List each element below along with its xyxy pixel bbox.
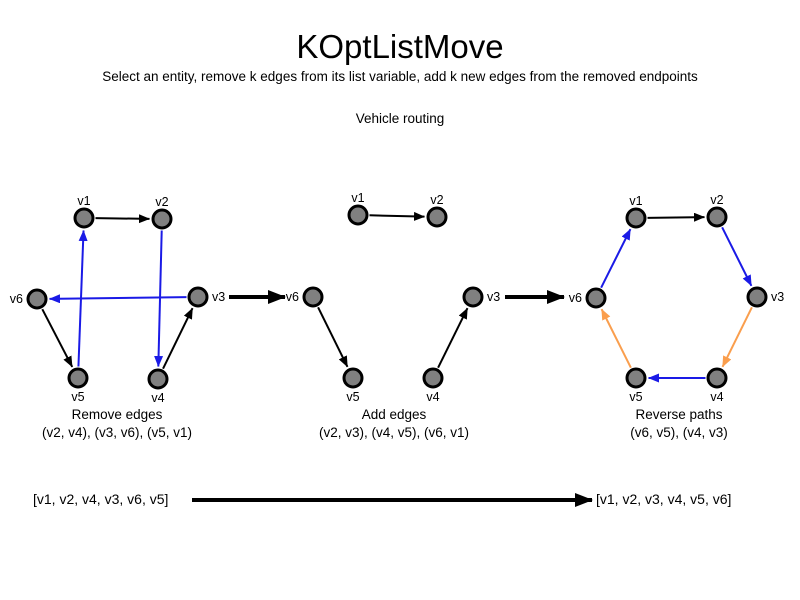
node-label-v1: v1: [77, 194, 90, 208]
edge-v2-v4: [154, 230, 164, 368]
edge-v1-v2: [369, 211, 426, 221]
node-v3: [462, 286, 484, 308]
node-label-v4: v4: [710, 390, 723, 404]
list-after: [v1, v2, v3, v4, v5, v6]: [596, 491, 732, 507]
node-label-v1: v1: [629, 194, 642, 208]
node-v5: [342, 367, 364, 389]
node-v2: [426, 206, 448, 228]
node-label-v4: v4: [426, 390, 439, 404]
edge-v2-v3: [721, 226, 753, 287]
edge-v1-v2: [95, 214, 151, 224]
middle-graph: v1 v2 v6 v3 v5 v4: [286, 191, 500, 404]
node-label-v3: v3: [487, 290, 500, 304]
node-v6: [26, 288, 48, 310]
node-v2: [706, 206, 728, 228]
node-v1: [347, 204, 369, 226]
edge-v3-v4: [721, 306, 753, 368]
node-label-v5: v5: [71, 390, 84, 404]
caption-action: Add edges: [361, 407, 427, 422]
node-label-v6: v6: [286, 290, 299, 304]
middle-graph-caption: Add edges (v2, v3), (v4, v5), (v6, v1): [319, 406, 469, 442]
edge-v5-v1: [77, 229, 88, 367]
node-v5: [67, 367, 89, 389]
caption-action: Reverse paths: [635, 407, 723, 422]
node-label-v3: v3: [212, 290, 225, 304]
caption-edge-list: (v2, v3), (v4, v5), (v6, v1): [318, 425, 470, 440]
node-v1: [73, 207, 95, 229]
node-label-v6: v6: [10, 292, 23, 306]
edge-v6-v5: [41, 308, 74, 368]
node-v6: [302, 286, 324, 308]
node-label-v5: v5: [629, 390, 642, 404]
node-v4: [706, 367, 728, 389]
context-label: Vehicle routing: [355, 111, 445, 126]
edge-v4-v3: [162, 307, 194, 370]
after-graph-caption: Reverse paths (v6, v5), (v4, v3): [630, 406, 728, 442]
node-label-v4: v4: [151, 391, 164, 405]
node-label-v5: v5: [346, 390, 359, 404]
node-v1: [625, 207, 647, 229]
after-graph: v1 v2 v6 v3 v5 v4: [569, 193, 784, 404]
node-label-v2: v2: [710, 193, 723, 207]
node-v5: [625, 367, 647, 389]
before-graph-caption: Remove edges (v2, v4), (v3, v6), (v5, v1…: [42, 406, 192, 442]
node-label-v2: v2: [155, 195, 168, 209]
caption-edge-list: (v2, v4), (v3, v6), (v5, v1): [41, 425, 193, 440]
node-v4: [422, 367, 444, 389]
node-v2: [151, 208, 173, 230]
node-v3: [746, 286, 768, 308]
node-label-v6: v6: [569, 291, 582, 305]
list-before: [v1, v2, v4, v3, v6, v5]: [33, 491, 169, 507]
edge-v6-v5: [317, 306, 349, 368]
node-label-v3: v3: [771, 290, 784, 304]
before-graph: v1 v2 v6 v3 v5 v4: [10, 194, 225, 405]
node-v4: [147, 368, 169, 390]
page-title: KOptListMove: [296, 28, 504, 65]
edge-v1-v2: [647, 212, 706, 222]
caption-edge-list: (v6, v5), (v4, v3): [630, 425, 728, 440]
edge-v4-v3: [437, 307, 469, 369]
node-v6: [585, 287, 607, 309]
node-v3: [187, 286, 209, 308]
page-subtitle: Select an entity, remove k edges from it…: [102, 69, 698, 84]
caption-action: Remove edges: [71, 407, 163, 422]
edge-v5-v6: [600, 308, 632, 369]
edge-v6-v1: [600, 228, 632, 289]
node-label-v1: v1: [351, 191, 364, 205]
node-label-v2: v2: [430, 193, 443, 207]
edge-v3-v6: [48, 294, 187, 304]
